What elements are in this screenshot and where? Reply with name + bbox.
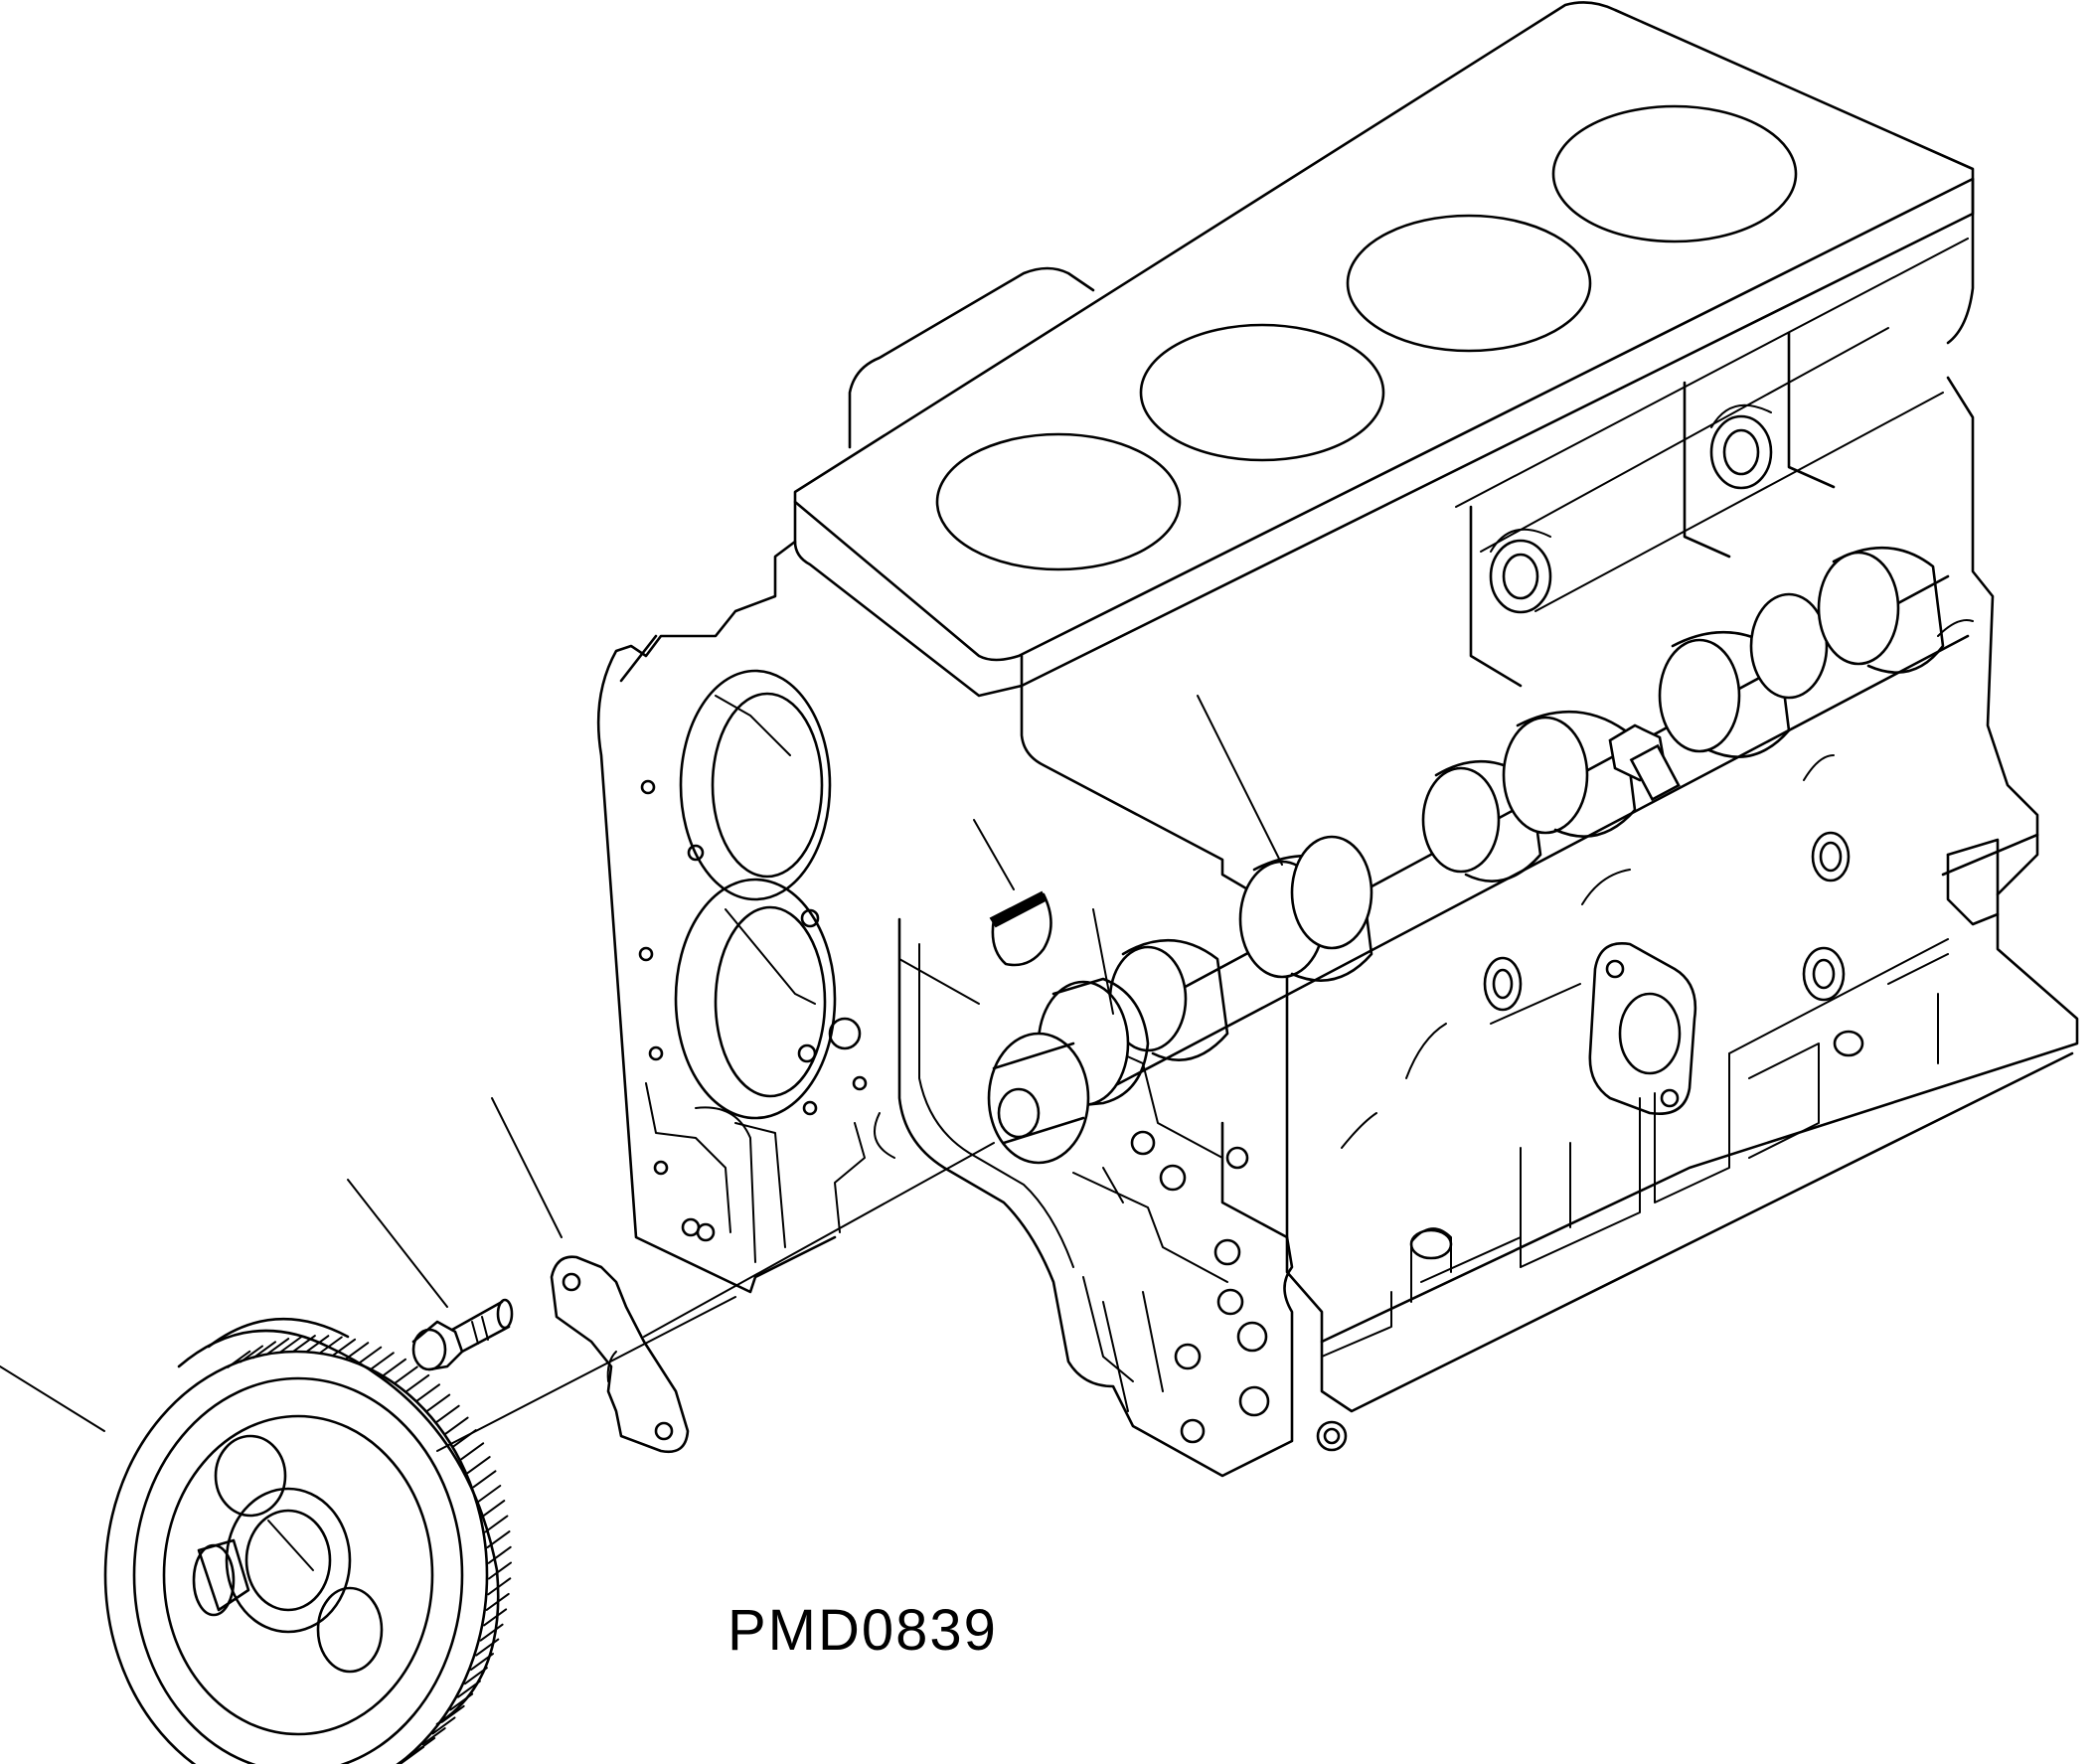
leader-lines: [0, 696, 1282, 1451]
gear-tooth: [488, 1531, 510, 1547]
gear-tooth: [484, 1609, 506, 1625]
gear-tooth: [280, 1337, 302, 1353]
gear-tooth: [442, 1706, 464, 1722]
thrust-plate: [552, 1257, 688, 1452]
gear-tooth: [489, 1547, 511, 1563]
gear-tooth: [461, 1443, 483, 1459]
gear-tooth: [241, 1347, 262, 1363]
gear-tooth: [458, 1682, 480, 1697]
gear-tooth: [396, 1366, 417, 1382]
cylinder-block: [598, 2, 2077, 1476]
gear-tooth: [384, 1360, 405, 1375]
gear-tooth: [266, 1339, 288, 1355]
camshaft: [989, 548, 1968, 1163]
gear-tooth: [228, 1352, 249, 1367]
camshaft-gear: [105, 1319, 498, 1764]
gear-tooth: [481, 1625, 503, 1641]
woodruff-key: [991, 892, 1051, 965]
gear-tooth: [446, 1418, 468, 1434]
gear-tooth: [488, 1578, 510, 1594]
gear-tooth: [417, 1384, 439, 1400]
bolt: [413, 1300, 512, 1369]
gear-tooth: [487, 1594, 509, 1610]
gear-tooth: [485, 1517, 507, 1532]
figure-code: PMD0839: [727, 1598, 998, 1663]
gear-tooth: [293, 1336, 315, 1352]
gear-tooth: [320, 1338, 342, 1354]
gear-tooth: [427, 1395, 449, 1411]
gear-tooth: [391, 1755, 412, 1764]
gear-tooth: [478, 1486, 500, 1502]
gear-tooth: [433, 1717, 455, 1733]
gear-tooth: [372, 1353, 394, 1368]
gear-tooth: [474, 1471, 496, 1487]
gear-tooth: [306, 1336, 328, 1352]
gear-tooth: [437, 1406, 459, 1422]
gear-tooth: [359, 1348, 381, 1363]
gear-tooth: [346, 1343, 368, 1359]
gear-tooth: [489, 1563, 511, 1579]
gear-tooth: [465, 1668, 487, 1684]
gear-tooth: [468, 1457, 490, 1473]
gear-tooth: [333, 1340, 355, 1356]
gear-tooth: [482, 1501, 504, 1517]
gear-tooth: [406, 1375, 428, 1391]
gear-teeth: [228, 1336, 511, 1764]
gear-tooth: [450, 1694, 472, 1710]
gear-tooth: [253, 1342, 275, 1358]
gear-tooth: [471, 1654, 493, 1670]
gear-tooth: [423, 1728, 445, 1744]
gear-tooth: [476, 1640, 498, 1656]
